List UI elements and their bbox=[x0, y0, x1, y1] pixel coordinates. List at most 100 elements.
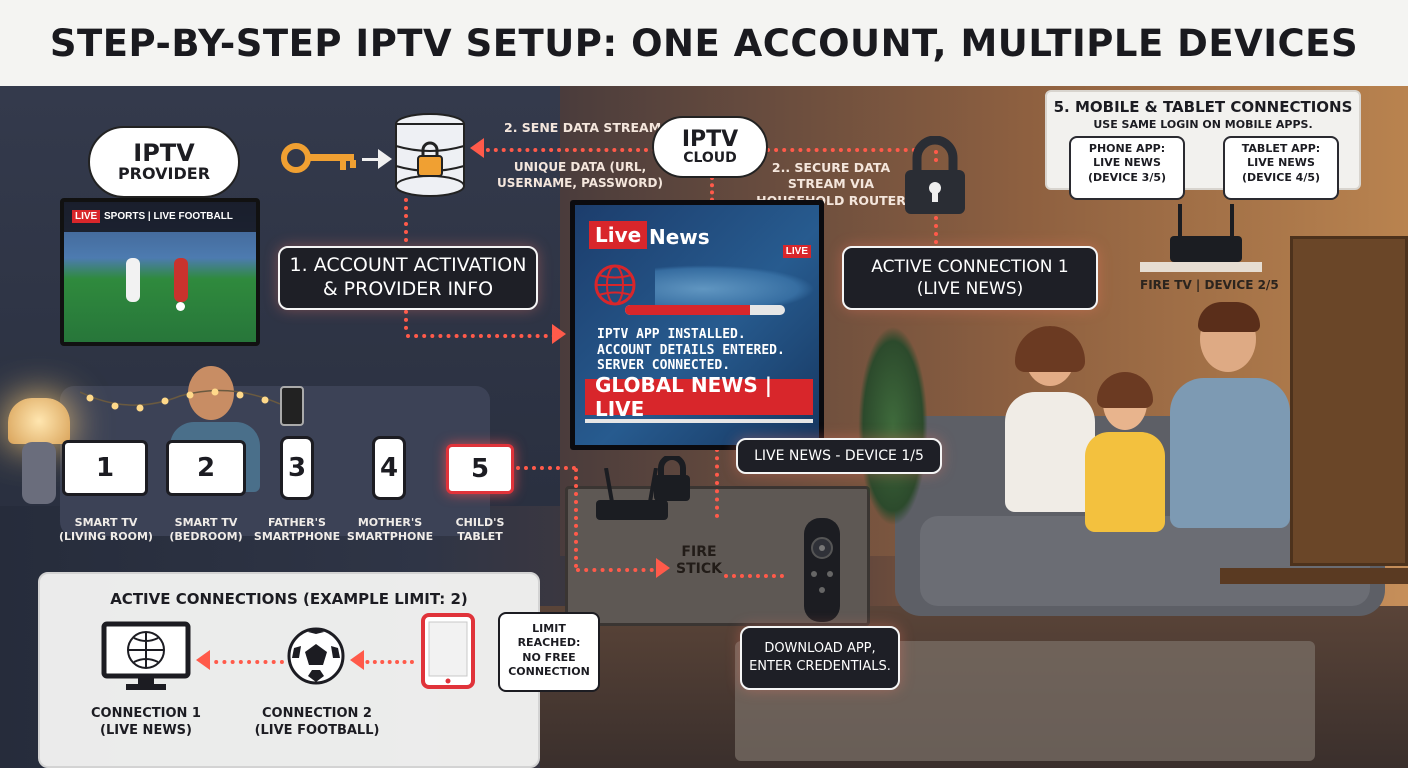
globe-icon bbox=[594, 264, 636, 306]
device-3-label-line1: FATHER'S bbox=[268, 516, 326, 529]
bedroom-live-badge: LIVE bbox=[72, 210, 101, 223]
connections-title: ACTIVE CONNECTIONS (EXAMPLE LIMIT: 2) bbox=[110, 590, 468, 608]
iptv-cloud-line2: CLOUD bbox=[683, 150, 737, 167]
provider-line1: IPTV bbox=[133, 139, 195, 167]
active-connections-panel: ACTIVE CONNECTIONS (EXAMPLE LIMIT: 2) CO… bbox=[38, 572, 600, 768]
bedroom-tv-caption: SPORTS | LIVE FOOTBALL bbox=[104, 211, 233, 222]
device-4-label-line1: MOTHER'S bbox=[357, 516, 423, 529]
download-app-callout: DOWNLOAD APP, ENTER CREDENTIALS. bbox=[740, 626, 900, 690]
arrow-right-icon-3 bbox=[656, 558, 670, 578]
side-table bbox=[1220, 568, 1408, 584]
device-4-smartphone: 4 bbox=[372, 436, 406, 500]
conn2-to-conn1-line bbox=[206, 660, 284, 664]
fire-stick-label: FIRE STICK bbox=[676, 544, 722, 578]
iptv-provider-cloud: IPTV PROVIDER bbox=[88, 126, 240, 198]
device-2-label-line2: (BEDROOM) bbox=[169, 529, 243, 543]
tv-ticker-text: GLOBAL NEWS | LIVE bbox=[595, 373, 773, 421]
device-1-label-line2: (LIVING ROOM) bbox=[59, 529, 153, 543]
router-icon bbox=[596, 468, 668, 520]
device-4-number: 4 bbox=[379, 453, 399, 483]
father-figure bbox=[1170, 302, 1290, 546]
tv-status-line2: ACCOUNT DETAILS ENTERED. bbox=[597, 342, 785, 358]
soccer-ball-icon bbox=[287, 627, 345, 685]
device-2-label-line1: SMART TV bbox=[174, 516, 238, 529]
fire-stick-line2: STICK bbox=[676, 560, 722, 577]
connection-1-line1: CONNECTION 1 bbox=[91, 706, 201, 721]
lock-down-line bbox=[934, 150, 938, 162]
mobile-panel-subtitle: USE SAME LOGIN ON MOBILE APPS. bbox=[1093, 118, 1313, 131]
device-2-number: 2 bbox=[196, 453, 216, 483]
mobile-tablet-panel: 5. MOBILE & TABLET CONNECTIONS USE SAME … bbox=[1045, 90, 1361, 200]
iptv-cloud: IPTV CLOUD bbox=[652, 116, 768, 178]
remote-control-icon bbox=[804, 518, 840, 622]
fire-stick-line1: FIRE bbox=[681, 544, 717, 560]
sene-data-stream-label: 2. SENE DATA STREAM bbox=[504, 120, 662, 135]
tablet-app-card: TABLET APP: LIVE NEWS (DEVICE 4/5) bbox=[1223, 136, 1339, 200]
tv-news-word: News bbox=[649, 225, 710, 249]
device-2-smart-tv: 2 bbox=[166, 440, 246, 496]
active-connection-callout: ACTIVE CONNECTION 1 (LIVE NEWS) bbox=[842, 246, 1098, 310]
string-lights bbox=[80, 388, 280, 412]
device-4-label-line2: SMARTPHONE bbox=[346, 529, 434, 543]
provider-line2: PROVIDER bbox=[117, 164, 211, 184]
arrow-left-icon-3 bbox=[350, 650, 364, 670]
plant-leaves bbox=[858, 326, 928, 526]
limit-line2: NO FREE bbox=[522, 650, 576, 664]
lock-to-tv-line bbox=[934, 216, 938, 252]
mobile-panel-title: 5. MOBILE & TABLET CONNECTIONS bbox=[1053, 98, 1353, 116]
device-5-tablet: 5 bbox=[446, 444, 514, 494]
lamp bbox=[8, 398, 70, 444]
arrow-left-icon-2 bbox=[196, 650, 210, 670]
stream-line-right bbox=[766, 148, 916, 152]
tablet-line3: (DEVICE 4/5) bbox=[1241, 170, 1321, 184]
connection-2-label: CONNECTION 2 (LIVE FOOTBALL) bbox=[246, 706, 388, 740]
activation-line2: & PROVIDER INFO bbox=[322, 278, 494, 300]
arrow-right-icon bbox=[378, 149, 392, 169]
active-connection-line1: ACTIVE CONNECTION 1 bbox=[871, 256, 1069, 277]
account-activation-callout: 1. ACCOUNT ACTIVATION & PROVIDER INFO bbox=[278, 246, 538, 310]
bookshelf bbox=[1290, 236, 1408, 566]
device-1-label-line1: SMART TV bbox=[74, 516, 138, 529]
provider-arrow-line bbox=[362, 158, 382, 161]
small-padlock-icon bbox=[654, 456, 690, 501]
tablet-line2: LIVE NEWS bbox=[1247, 156, 1315, 170]
soccer-ball bbox=[176, 302, 185, 311]
page-title: STEP-BY-STEP IPTV SETUP: ONE ACCOUNT, MU… bbox=[49, 21, 1359, 65]
wall-router-shelf bbox=[1140, 262, 1262, 272]
key-icon bbox=[281, 143, 356, 173]
padlock-icon bbox=[905, 136, 965, 214]
player-figure-2 bbox=[174, 258, 188, 302]
limit-reached-bubble: LIMIT REACHED: NO FREE CONNECTION bbox=[498, 612, 600, 692]
player-figure-1 bbox=[126, 258, 140, 302]
tv-status-line1: IPTV APP INSTALLED. bbox=[597, 327, 746, 342]
tv-progress-track bbox=[625, 305, 785, 315]
connection-1-label: CONNECTION 1 (LIVE NEWS) bbox=[80, 706, 212, 740]
monitor-world-icon bbox=[101, 621, 191, 690]
tv-ticker-bar: GLOBAL NEWS | LIVE bbox=[585, 373, 813, 421]
stream-line-top bbox=[478, 148, 664, 152]
tablet-to-conn2-line bbox=[358, 660, 414, 664]
device-5-label-line2: TABLET bbox=[457, 529, 503, 543]
device-1-label: SMART TV(LIVING ROOM) bbox=[52, 516, 160, 544]
live-news-device-text: LIVE NEWS - DEVICE 1/5 bbox=[754, 448, 924, 464]
iptv-cloud-line1: IPTV bbox=[681, 127, 739, 153]
device-3-smartphone: 3 bbox=[280, 436, 314, 500]
tv-status-text: IPTV APP INSTALLED. ACCOUNT DETAILS ENTE… bbox=[597, 327, 785, 374]
phone-line2: LIVE NEWS bbox=[1093, 156, 1161, 170]
tv-status-line3: SERVER CONNECTED. bbox=[597, 358, 731, 374]
title-bar: STEP-BY-STEP IPTV SETUP: ONE ACCOUNT, MU… bbox=[0, 0, 1408, 86]
connection-2-line1: CONNECTION 2 bbox=[262, 706, 372, 721]
child-figure bbox=[1085, 372, 1165, 556]
smartphone-in-hand bbox=[280, 386, 304, 426]
phone-line3: (DEVICE 3/5) bbox=[1087, 170, 1167, 184]
router-up-line bbox=[715, 448, 719, 518]
device-1-number: 1 bbox=[95, 453, 115, 483]
tv-live-word: Live bbox=[595, 223, 642, 247]
active-connection-line2: (LIVE NEWS) bbox=[916, 279, 1024, 299]
main-living-room-tv: Live News LIVE IPTV APP INSTALLED. ACCOU… bbox=[570, 200, 824, 450]
phone-app-card: PHONE APP: LIVE NEWS (DEVICE 3/5) bbox=[1069, 136, 1185, 200]
cloud-down-line bbox=[710, 176, 714, 216]
arrow-right-icon-2 bbox=[552, 324, 566, 344]
